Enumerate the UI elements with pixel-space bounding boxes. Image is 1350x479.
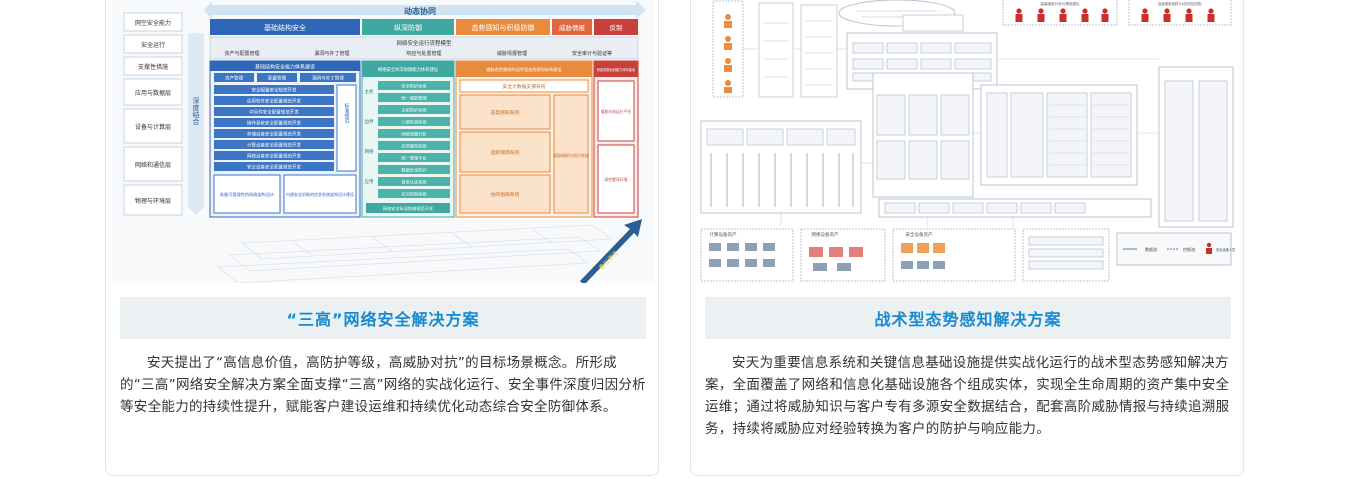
card-description: 安天提出了“高信息价值，高防护等级，高威胁对抗”的目标场景概念。所形成的“三高”… — [120, 355, 646, 415]
svg-text:应用: 应用 — [365, 178, 374, 185]
svg-text:网空安全能力: 网空安全能力 — [135, 19, 171, 27]
svg-text:漏洞与补丁管理: 漏洞与补丁管理 — [312, 75, 344, 82]
svg-text:设备与计算层: 设备与计算层 — [135, 123, 171, 131]
svg-text:高级威胁追踪与对抗响应团队: 高级威胁追踪与对抗响应团队 — [1158, 1, 1203, 6]
svg-text:威胁对抗运行平台: 威胁对抗运行平台 — [601, 109, 632, 114]
svg-text:安全大数据支撑系统: 安全大数据支撑系统 — [502, 83, 545, 90]
top-arrow-label: 动态协同 — [404, 6, 436, 16]
solution-card-tactical-situational-awareness[interactable]: 高级威胁分析与情报团队 高级威胁追踪与对抗响应团队 — [690, 0, 1244, 476]
svg-text:态势感知系统: 态势感知系统 — [491, 109, 520, 116]
svg-text:网空靶场环境: 网空靶场环境 — [605, 177, 628, 182]
solution-card-three-high[interactable]: 动态协同 网空安全能力 安全运行 支撑性措施 应用与数据层 设备与计算层 网络和… — [105, 0, 659, 476]
legend-data-flow: 数据流 — [1145, 246, 1157, 252]
card-title[interactable]: 战术型态势感知解决方案 — [874, 310, 1062, 329]
svg-text:追踪溯源系统: 追踪溯源系统 — [491, 149, 520, 156]
svg-text:身份认证系统: 身份认证系统 — [401, 179, 426, 186]
svg-text:支撑性措施: 支撑性措施 — [138, 63, 168, 71]
svg-text:安全审计与验证等: 安全审计与验证等 — [572, 50, 612, 57]
svg-text:高级威胁分析与情报团队: 高级威胁分析与情报团队 — [1040, 1, 1080, 6]
svg-text:威胁情报: 威胁情报 — [559, 23, 586, 32]
card-title-bar[interactable]: “三高”网络安全解决方案 — [120, 297, 646, 339]
legend-ops-staff: 安全运维人员 — [1216, 247, 1235, 252]
side-arrow-label: 深度结合 — [192, 96, 200, 126]
svg-text:主机: 主机 — [365, 88, 374, 95]
svg-text:物理与环境层: 物理与环境层 — [135, 197, 171, 205]
svg-text:威胁态势感知的战术型态势感知体系建设: 威胁态势感知的战术型态势感知体系建设 — [486, 66, 562, 73]
svg-text:纵深防御: 纵深防御 — [394, 23, 422, 32]
card-description: 安天为重要信息系统和关键信息基础设施提供实战化运行的战术型态势感知解决方案，全面… — [705, 355, 1230, 437]
svg-text:反制: 反制 — [610, 23, 624, 32]
svg-text:网络安全纵深防御规范开发: 网络安全纵深防御规范开发 — [383, 205, 434, 212]
svg-text:主机防护系统: 主机防护系统 — [401, 107, 426, 114]
tactical-awareness-architecture-diagram: 高级威胁分析与情报团队 高级威胁追踪与对抗响应团队 — [697, 0, 1239, 283]
svg-text:漏洞与补丁管理: 漏洞与补丁管理 — [314, 50, 349, 57]
svg-text:配置管理: 配置管理 — [268, 75, 286, 82]
svg-text:标准规范: 标准规范 — [344, 102, 350, 124]
left-layer-labels: 网空安全能力 安全运行 支撑性措施 应用与数据层 设备与计算层 网络和通信层 物… — [123, 12, 183, 216]
svg-text:网络设备安全配置规范开发: 网络设备安全配置规范开发 — [247, 153, 301, 160]
svg-text:存储设备安全配置规范开发: 存储设备安全配置规范开发 — [247, 131, 301, 138]
legend-control-flow: 控制流 — [1183, 246, 1195, 252]
svg-text:态势感知系统: 态势感知系统 — [401, 143, 426, 150]
svg-text:基础结构安全能力体系建设: 基础结构安全能力体系建设 — [255, 64, 315, 71]
svg-text:响应与处置管理: 响应与处置管理 — [406, 50, 441, 57]
svg-text:安全防护体系: 安全防护体系 — [401, 83, 426, 90]
svg-text:访问控制系统: 访问控制系统 — [401, 191, 426, 198]
svg-text:网络和通信层: 网络和通信层 — [135, 161, 171, 169]
zone-label-network: 网络设备资产 — [812, 231, 839, 238]
svg-text:威胁情报管理: 威胁情报管理 — [497, 50, 527, 57]
column-headers: 基础结构安全 纵深防御 态势感知与积极防御 威胁情报 反制 — [210, 19, 638, 35]
svg-text:边界: 边界 — [365, 118, 374, 125]
svg-text:基础结构安全: 基础结构安全 — [264, 23, 306, 32]
svg-text:安全配置安全规范开发: 安全配置安全规范开发 — [252, 87, 297, 94]
svg-text:应用软件安全配置规范开发: 应用软件安全配置规范开发 — [247, 98, 301, 105]
svg-text:数据安全防护: 数据安全防护 — [401, 167, 426, 174]
svg-text:安全设备安全配置规范开发: 安全设备安全配置规范开发 — [247, 164, 301, 171]
svg-text:统一管理平台: 统一管理平台 — [401, 155, 426, 162]
zone-label-compute: 计算设备资产 — [710, 231, 737, 238]
card-title[interactable]: “三高”网络安全解决方案 — [286, 310, 480, 329]
svg-text:积极防御反制能力体系建设: 积极防御反制能力体系建设 — [597, 67, 636, 72]
svg-text:具备可管理性的网络架构设计: 具备可管理性的网络架构设计 — [220, 191, 274, 198]
svg-text:资产与配置管理: 资产与配置管理 — [224, 50, 259, 57]
zone-label-security: 安全设备资产 — [906, 231, 933, 238]
svg-text:安全运行: 安全运行 — [141, 41, 165, 49]
three-high-architecture-diagram: 动态协同 网空安全能力 安全运行 支撑性措施 应用与数据层 设备与计算层 网络和… — [112, 0, 654, 283]
svg-text:内建安全机制的信息系统架构设计建设: 内建安全机制的信息系统架构设计建设 — [286, 191, 354, 197]
svg-text:操作系统安全配置规范开发: 操作系统安全配置规范开发 — [247, 120, 301, 127]
svg-text:协同指挥系统: 协同指挥系统 — [491, 191, 520, 198]
svg-text:网络: 网络 — [365, 148, 374, 155]
svg-text:资产管理: 资产管理 — [225, 75, 243, 82]
svg-text:统一威胁管理: 统一威胁管理 — [401, 95, 427, 102]
svg-text:应用与数据层: 应用与数据层 — [135, 89, 171, 97]
svg-text:网络安全运行流程模型: 网络安全运行流程模型 — [396, 39, 452, 47]
svg-text:威胁情报与知识系统: 威胁情报与知识系统 — [553, 152, 589, 158]
svg-text:入侵检测系统: 入侵检测系统 — [401, 119, 426, 126]
svg-text:中间件安全配置规范开发: 中间件安全配置规范开发 — [249, 109, 299, 116]
svg-text:网络流量分析: 网络流量分析 — [401, 131, 426, 138]
svg-text:态势感知与积极防御: 态势感知与积极防御 — [472, 23, 535, 32]
svg-text:计算设备安全配置规范开发: 计算设备安全配置规范开发 — [247, 142, 301, 149]
svg-text:网络安全纵深防御能力体系建设: 网络安全纵深防御能力体系建设 — [378, 66, 439, 73]
card-title-bar[interactable]: 战术型态势感知解决方案 — [705, 297, 1231, 339]
